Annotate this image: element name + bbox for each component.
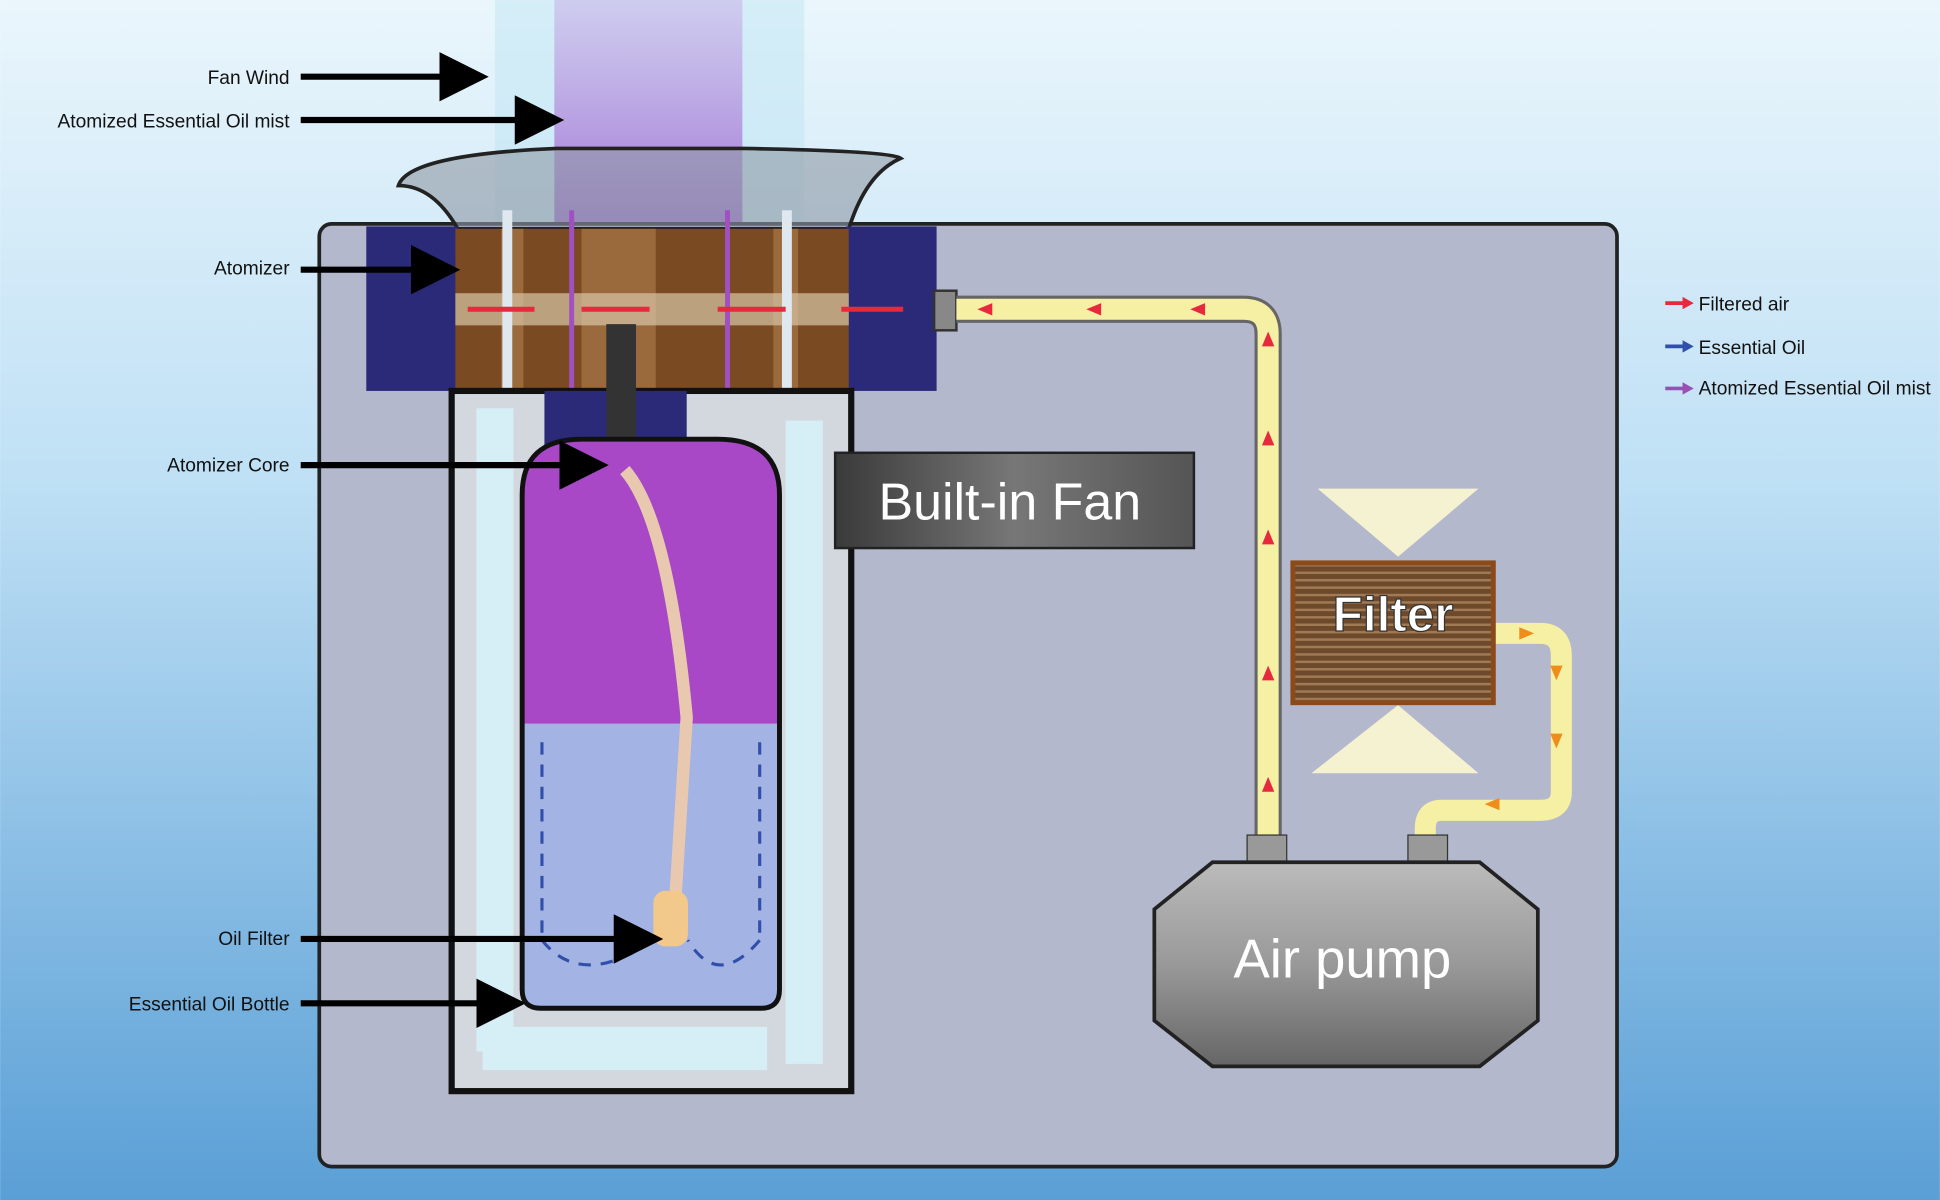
pump-inlet xyxy=(1407,834,1449,863)
label-fan-wind: Fan Wind xyxy=(208,68,290,89)
navy-block-left xyxy=(366,226,458,391)
legend-arrow-essential-oil xyxy=(1682,340,1694,353)
air-pump xyxy=(1152,860,1540,1069)
legend-arrow-mist xyxy=(1682,382,1694,395)
air-pump-label: Air pump xyxy=(1233,928,1451,989)
legend-filtered-air: Filtered air xyxy=(1699,295,1790,316)
bottle-mist xyxy=(522,439,780,724)
legend-essential-oil: Essential Oil xyxy=(1699,338,1805,359)
airflow-up xyxy=(476,408,514,1052)
oil-tube xyxy=(620,466,693,916)
filter xyxy=(1290,560,1496,706)
label-oil-filter: Oil Filter xyxy=(218,929,290,950)
legend-mist: Atomized Essential Oil mist xyxy=(1699,379,1932,400)
label-mist: Atomized Essential Oil mist xyxy=(58,111,291,132)
oil-filter xyxy=(653,890,688,947)
glow-bottom xyxy=(1311,705,1479,774)
bottle-oil xyxy=(522,723,780,1009)
pump-outlet xyxy=(1246,834,1288,863)
label-atomizer: Atomizer xyxy=(214,259,290,280)
built-in-fan-label: Built-in Fan xyxy=(878,474,1141,532)
essential-oil-bottle xyxy=(519,436,782,1011)
airflow-bottom xyxy=(482,1026,768,1071)
glow-top xyxy=(1317,488,1479,557)
label-bottle: Essential Oil Bottle xyxy=(129,995,290,1016)
legend-arrow-filtered-air xyxy=(1682,296,1694,310)
legend: Filtered air Essential Oil Atomized Esse… xyxy=(1665,295,1931,400)
air-inlet-port xyxy=(932,289,958,332)
filter-pipe xyxy=(1414,622,1572,848)
built-in-fan xyxy=(833,451,1196,550)
filter-label: Filter xyxy=(1333,587,1454,642)
funnel xyxy=(395,146,905,231)
label-atomizer-core: Atomizer Core xyxy=(167,455,289,476)
airflow-down xyxy=(785,420,823,1064)
